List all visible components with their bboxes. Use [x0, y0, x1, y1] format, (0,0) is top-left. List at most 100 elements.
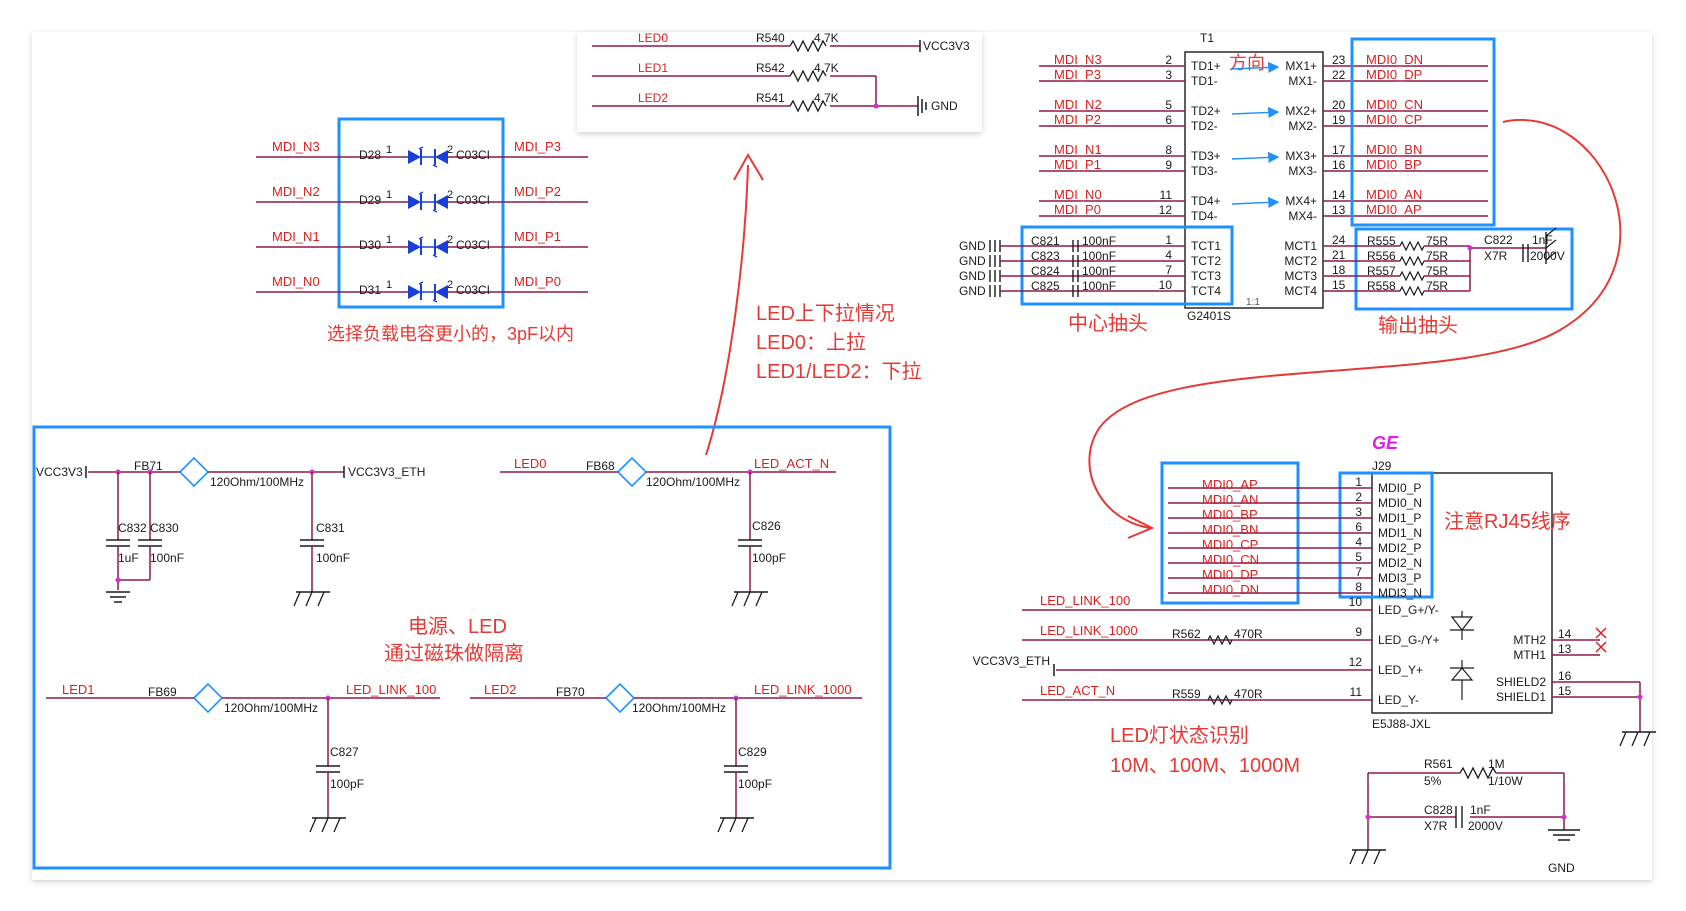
diode-pin2-2: 2: [447, 234, 453, 246]
center-gnd-2: GND: [959, 269, 986, 283]
rj45-net-3: MDI0_BN: [1202, 522, 1258, 537]
c826-ref: C826: [752, 519, 781, 533]
mct-label-2: MCT3: [1284, 269, 1317, 283]
center-pin-3: 10: [1159, 278, 1173, 292]
led-pull-section: LED0 R540 4.7K VCC3V3 LED1 R542 4.7K LED…: [592, 31, 970, 116]
gnd-label: GND: [1548, 861, 1575, 875]
center-cap-ref-0: C821: [1031, 234, 1060, 248]
vcc-out-label: VCC3V3_ETH: [348, 465, 425, 479]
led-pull-end-2: GND: [931, 99, 958, 113]
diode-part-2: C03CI: [456, 238, 490, 252]
mct-res-val-0: 75R: [1426, 234, 1448, 248]
tx-right-label-4: MX3+: [1285, 149, 1317, 163]
diode-left-net-3: MDI_N0: [272, 274, 320, 289]
diode-pin2-3: 2: [447, 279, 453, 291]
rj45-led-val-1: 470R: [1234, 627, 1263, 641]
diode-right-net-1: MDI_P2: [514, 184, 561, 199]
tx-left-label-6: TD4+: [1191, 194, 1221, 208]
led-link100-out: LED_LINK_100: [346, 682, 436, 697]
center-cap-val-3: 100nF: [1082, 279, 1116, 293]
output-tap-label: 输出抽头: [1378, 314, 1458, 337]
diode-left-net-2: MDI_N1: [272, 229, 320, 244]
led-state-note-1: LED灯状态识别: [1110, 724, 1249, 747]
tx-left-net-1: MDI_P3: [1054, 67, 1101, 82]
tx-left-pin-7: 12: [1159, 203, 1173, 217]
diode-note: 选择负载电容更小的，3pF以内: [327, 324, 574, 344]
mct-label-0: MCT1: [1284, 239, 1317, 253]
tx-right-net-6: MDI0_AN: [1366, 187, 1422, 202]
rj45-led-label-0: LED_G+/Y-: [1378, 603, 1439, 617]
center-tct-3: TCT4: [1191, 284, 1221, 298]
tx-left-net-6: MDI_N0: [1054, 187, 1102, 202]
mct-res-val-2: 75R: [1426, 264, 1448, 278]
tx-right-pin-3: 19: [1332, 113, 1346, 127]
rj45-net-7: MDI0_DN: [1202, 582, 1259, 597]
c831-val: 100nF: [316, 551, 350, 565]
tx-right-pin-2: 20: [1332, 98, 1346, 112]
led-note-line-2: LED1/LED2：下拉: [756, 360, 922, 383]
fb68-val: 120Ohm/100MHz: [646, 475, 740, 489]
r561-ref: R561: [1424, 757, 1453, 771]
c828-v1: 1nF: [1470, 803, 1491, 817]
center-cap-ref-2: C824: [1031, 264, 1060, 278]
c822-v1: 1nF: [1532, 233, 1553, 247]
rj45-mth-label-3: SHIELD1: [1496, 690, 1546, 704]
led-pull-val-1: 4.7K: [814, 61, 839, 75]
tx-left-net-7: MDI_P0: [1054, 202, 1101, 217]
diode-pin2-1: 2: [447, 189, 453, 201]
c830-ref: C830: [150, 521, 179, 535]
rj45-led-label-1: LED_G-/Y+: [1378, 633, 1440, 647]
led-note-arrow: [705, 164, 749, 456]
tx-left-pin-5: 9: [1165, 158, 1172, 172]
rj45-led-val-3: 470R: [1234, 687, 1263, 701]
fb69-val: 120Ohm/100MHz: [224, 701, 318, 715]
rj45-mth-label-0: MTH2: [1513, 633, 1546, 647]
rj45-led-pin-3: 11: [1350, 685, 1363, 699]
rj45-pin-3: 6: [1355, 520, 1362, 534]
led2-in: LED2: [484, 682, 517, 697]
center-cap-ref-3: C825: [1031, 279, 1060, 293]
c831-ref: C831: [316, 521, 345, 535]
diode-part-1: C03CI: [456, 193, 490, 207]
c828-ref: C828: [1424, 803, 1453, 817]
tx-right-label-1: MX1-: [1288, 74, 1317, 88]
tx-right-pin-7: 13: [1332, 203, 1346, 217]
diode-ref-2: D30: [359, 238, 381, 252]
led-pull-net-2: LED2: [638, 91, 668, 105]
c822-v3: 2000V: [1530, 249, 1565, 263]
mct-pin-1: 21: [1332, 248, 1346, 262]
rj45-led-net-1: LED_LINK_1000: [1040, 623, 1138, 638]
tx-left-net-3: MDI_P2: [1054, 112, 1101, 127]
tx-right-pin-1: 22: [1332, 68, 1346, 82]
led-pull-res-2: R541: [756, 91, 785, 105]
power-note-1: 电源、LED: [408, 615, 507, 638]
rj45-pin-5: 5: [1355, 550, 1362, 564]
rj45-mth-pin-1: 13: [1558, 642, 1572, 656]
diode-ref-3: D31: [359, 283, 381, 297]
center-pin-1: 4: [1165, 248, 1172, 262]
diode-highlight-box: [337, 117, 505, 309]
c826-val: 100pF: [752, 551, 786, 565]
led-pull-val-0: 4.7K: [814, 31, 839, 45]
mct-res-ref-2: R557: [1367, 264, 1396, 278]
center-pin-2: 7: [1165, 263, 1172, 277]
net-flow-arrow: [1088, 119, 1622, 529]
led-pull-res-0: R540: [756, 31, 785, 45]
mct-label-3: MCT4: [1284, 284, 1317, 298]
tx-right-net-2: MDI0_CN: [1366, 97, 1423, 112]
rj45-led-net-3: LED_ACT_N: [1040, 683, 1115, 698]
tx-right-label-3: MX2-: [1288, 119, 1317, 133]
tx-right-pin-4: 17: [1332, 143, 1346, 157]
led-note-line-0: LED上下拉情况: [756, 302, 895, 325]
tx-left-label-0: TD1+: [1191, 59, 1221, 73]
tx-right-label-5: MX3-: [1288, 164, 1317, 178]
tx-right-pin-0: 23: [1332, 53, 1346, 67]
rj45-net-2: MDI0_BP: [1202, 507, 1258, 522]
mct-res-val-3: 75R: [1426, 279, 1448, 293]
diode-left-net-1: MDI_N2: [272, 184, 320, 199]
led1-in: LED1: [62, 682, 95, 697]
rj45-pin-box: [1338, 471, 1434, 599]
c828-v3: 2000V: [1468, 819, 1503, 833]
rj45-mth-label-1: MTH1: [1513, 648, 1546, 662]
